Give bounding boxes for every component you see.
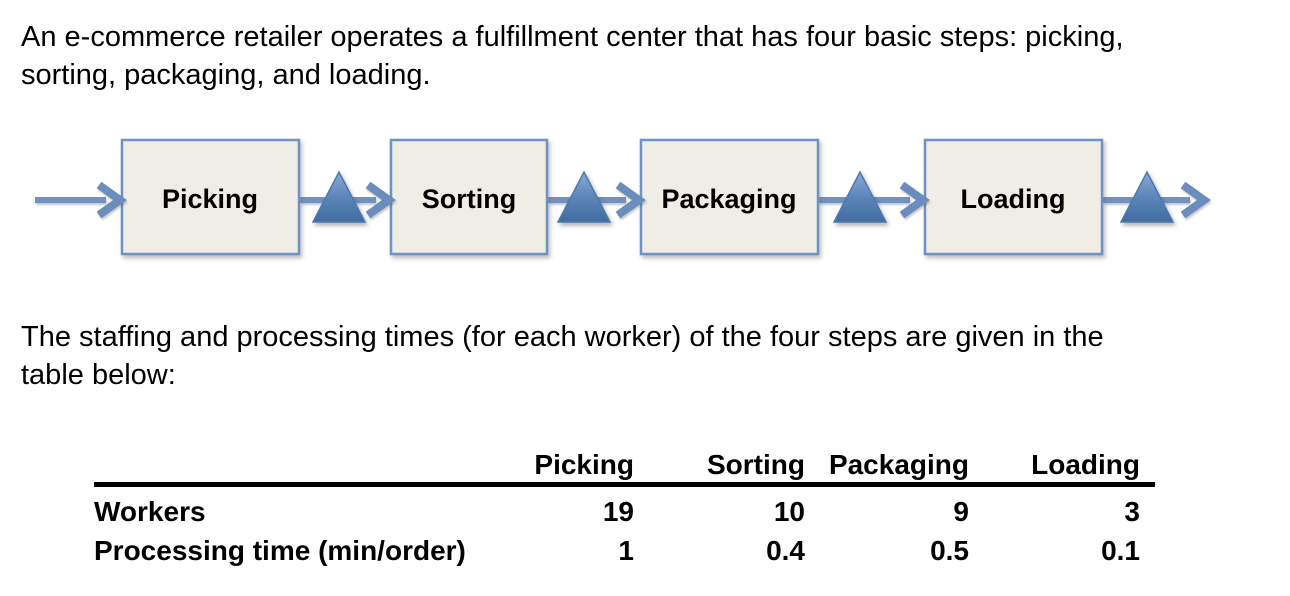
inventory-buffer-icon [1119, 170, 1175, 223]
proctime-packaging: 0.5 [930, 535, 969, 566]
row-label-workers: Workers [94, 496, 206, 527]
arrowhead-icon [1180, 181, 1211, 219]
inventory-buffer-icon [311, 170, 367, 223]
arrowhead-icon [365, 181, 396, 219]
column-header-packaging: Packaging [828, 449, 969, 480]
arrowhead-icon [615, 181, 646, 219]
proctime-picking: 1 [618, 535, 634, 566]
proctime-loading: 0.1 [1101, 535, 1140, 566]
table-row-workers: Workers 19 10 9 3 [94, 489, 1140, 528]
table-header-row: Picking Sorting Packaging Loading [94, 445, 1140, 481]
column-header-sorting: Sorting [707, 449, 805, 480]
table-intro-paragraph: The staffing and processing times (for e… [21, 321, 1104, 391]
proctime-sorting: 0.4 [766, 535, 805, 566]
step-label-picking: Picking [162, 184, 258, 214]
step-box-packaging [639, 138, 820, 256]
arrowhead-icon [899, 181, 930, 219]
table-header-rule [94, 482, 1155, 487]
arrowhead-icon [96, 181, 127, 219]
step-box-picking [120, 138, 301, 256]
workers-picking: 19 [602, 496, 634, 527]
inventory-buffer-icon [556, 170, 612, 223]
column-header-loading: Loading [1031, 449, 1140, 480]
workers-sorting: 10 [773, 496, 805, 527]
workers-loading: 3 [1124, 496, 1140, 527]
process-flow-diagram: Picking Sorting Packaging Loading [35, 138, 1211, 256]
workers-packaging: 9 [953, 496, 969, 527]
column-header-picking: Picking [534, 449, 634, 480]
step-box-loading [923, 138, 1104, 256]
inventory-buffer-icon [832, 170, 888, 223]
step-label-sorting: Sorting [422, 184, 517, 214]
intro-paragraph: An e-commerce retailer operates a fulfil… [21, 21, 1124, 91]
step-label-packaging: Packaging [661, 184, 796, 214]
row-label-processing-time: Processing time (min/order) [94, 535, 466, 566]
table-row-processing-time: Processing time (min/order) 1 0.4 0.5 0.… [94, 528, 1140, 567]
staffing-table: Picking Sorting Packaging Loading Worker… [94, 445, 1155, 567]
step-label-loading: Loading [961, 184, 1066, 214]
